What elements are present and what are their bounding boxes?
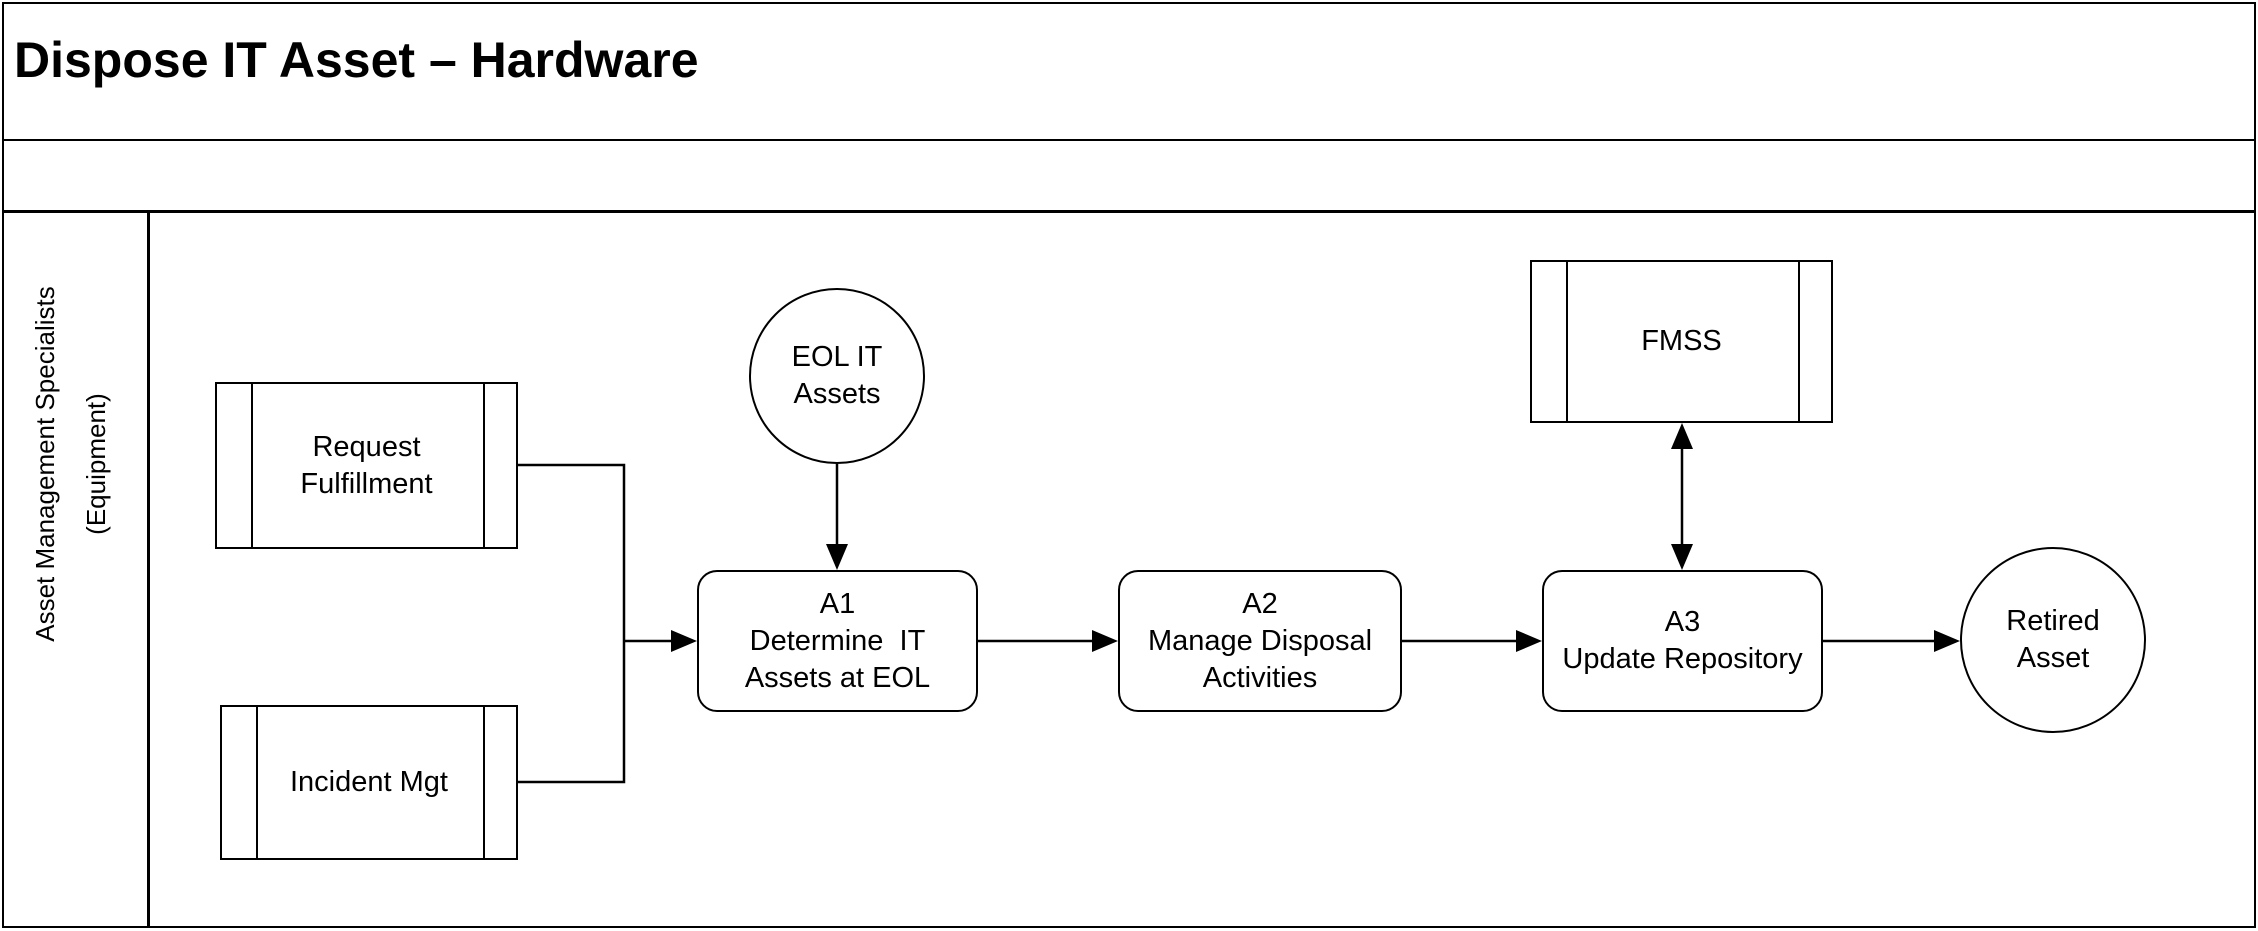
subprocess-bar-left xyxy=(1566,262,1568,421)
node-eol-it-assets: EOL IT Assets xyxy=(749,288,925,464)
subprocess-bar-left xyxy=(256,707,258,858)
lane-top-border xyxy=(2,210,2256,213)
subprocess-bar-right xyxy=(1798,262,1800,421)
node-label: Request Fulfillment xyxy=(300,430,433,500)
swimlane-label: Asset Management Specialists (Equipment) xyxy=(30,286,111,642)
node-label: FMSS xyxy=(1641,325,1722,357)
node-a3-update-repository: A3 Update Repository xyxy=(1542,570,1823,712)
node-incident-mgt: Incident Mgt xyxy=(220,705,518,860)
node-label: A1 Determine IT Assets at EOL xyxy=(744,587,931,694)
title-separator-line xyxy=(2,139,2256,141)
node-label: Retired Asset xyxy=(2006,605,2100,674)
node-label: A3 Update Repository xyxy=(1562,606,1803,675)
lane-label-divider xyxy=(147,213,150,926)
node-label: EOL IT Assets xyxy=(791,341,883,410)
page-title: Dispose IT Asset – Hardware xyxy=(14,32,699,88)
node-label: Incident Mgt xyxy=(290,766,448,798)
node-label: A2 Manage Disposal Activities xyxy=(1147,587,1373,694)
node-a2-manage-disposal-activities: A2 Manage Disposal Activities xyxy=(1118,570,1402,712)
node-fmss: FMSS xyxy=(1530,260,1833,423)
node-a1-determine-it-assets-at-eol: A1 Determine IT Assets at EOL xyxy=(697,570,978,712)
node-retired-asset: Retired Asset xyxy=(1960,547,2146,733)
node-request-fulfillment: Request Fulfillment xyxy=(215,382,518,549)
subprocess-bar-right xyxy=(483,707,485,858)
subprocess-bar-left xyxy=(251,384,253,547)
subprocess-bar-right xyxy=(483,384,485,547)
